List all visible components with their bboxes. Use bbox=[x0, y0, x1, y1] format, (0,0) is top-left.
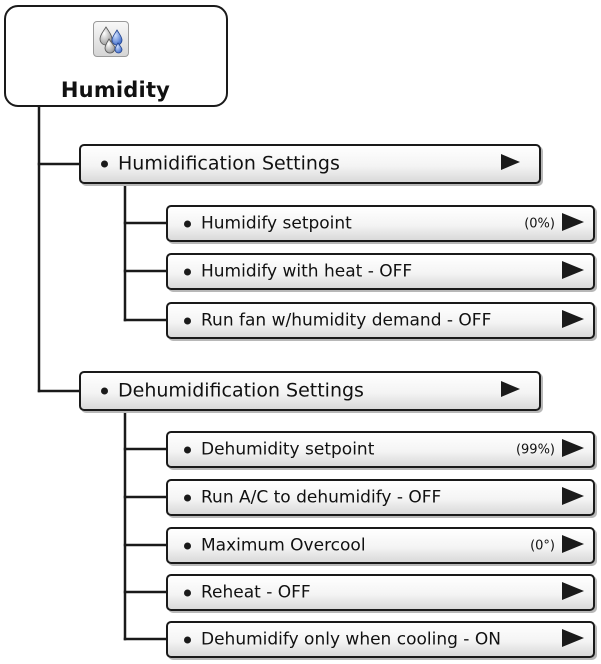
humidity-root-menu[interactable]: Humidity bbox=[4, 5, 228, 107]
arrow-right-icon bbox=[562, 309, 584, 332]
dehumidify-only-when-cooling-item[interactable]: Dehumidify only when cooling - ON bbox=[166, 621, 595, 658]
arrow-right-icon bbox=[562, 581, 584, 604]
section-label: Humidification Settings bbox=[118, 152, 340, 175]
bullet-icon bbox=[184, 446, 191, 453]
humidify-with-heat-item[interactable]: Humidify with heat - OFF bbox=[166, 253, 595, 290]
run-fan-humidity-demand-item[interactable]: Run fan w/humidity demand - OFF bbox=[166, 302, 595, 339]
maximum-overcool-item[interactable]: Maximum Overcool (0°) bbox=[166, 527, 595, 564]
arrow-right-icon bbox=[501, 154, 520, 174]
arrow-right-icon bbox=[562, 438, 584, 461]
item-label: Run fan w/humidity demand - OFF bbox=[201, 310, 492, 331]
item-label: Humidify with heat - OFF bbox=[201, 261, 413, 282]
arrow-right-icon bbox=[562, 486, 584, 509]
item-value: (0°) bbox=[530, 538, 555, 553]
dehumidity-setpoint-item[interactable]: Dehumidity setpoint (99%) bbox=[166, 431, 595, 468]
item-label: Humidify setpoint bbox=[201, 213, 352, 234]
bullet-icon bbox=[184, 589, 191, 596]
dehumidification-settings-menu[interactable]: Dehumidification Settings bbox=[79, 371, 541, 411]
item-label: Maximum Overcool bbox=[201, 535, 366, 556]
arrow-right-icon bbox=[562, 628, 584, 651]
arrow-right-icon bbox=[562, 534, 584, 557]
item-value: (99%) bbox=[515, 442, 555, 457]
bullet-icon bbox=[184, 268, 191, 275]
item-label: Dehumidify only when cooling - ON bbox=[201, 629, 501, 650]
arrow-right-icon bbox=[501, 381, 520, 401]
root-title: Humidity bbox=[60, 78, 171, 102]
arrow-right-icon bbox=[562, 260, 584, 283]
humidity-drops-icon bbox=[93, 21, 129, 57]
humidify-setpoint-item[interactable]: Humidify setpoint (0%) bbox=[166, 205, 595, 242]
bullet-icon bbox=[184, 317, 191, 324]
item-label: Run A/C to dehumidify - OFF bbox=[201, 487, 442, 508]
humidification-settings-menu[interactable]: Humidification Settings bbox=[79, 144, 541, 184]
section-label: Dehumidification Settings bbox=[118, 379, 364, 402]
bullet-icon bbox=[184, 220, 191, 227]
arrow-right-icon bbox=[562, 212, 584, 235]
bullet-icon bbox=[184, 542, 191, 549]
reheat-item[interactable]: Reheat - OFF bbox=[166, 574, 595, 611]
run-ac-dehumidify-item[interactable]: Run A/C to dehumidify - OFF bbox=[166, 479, 595, 516]
item-label: Dehumidity setpoint bbox=[201, 439, 375, 460]
bullet-icon bbox=[184, 636, 191, 643]
bullet-icon bbox=[184, 494, 191, 501]
bullet-icon bbox=[101, 387, 108, 395]
item-label: Reheat - OFF bbox=[201, 582, 311, 603]
bullet-icon bbox=[101, 160, 108, 168]
item-value: (0%) bbox=[524, 216, 555, 231]
